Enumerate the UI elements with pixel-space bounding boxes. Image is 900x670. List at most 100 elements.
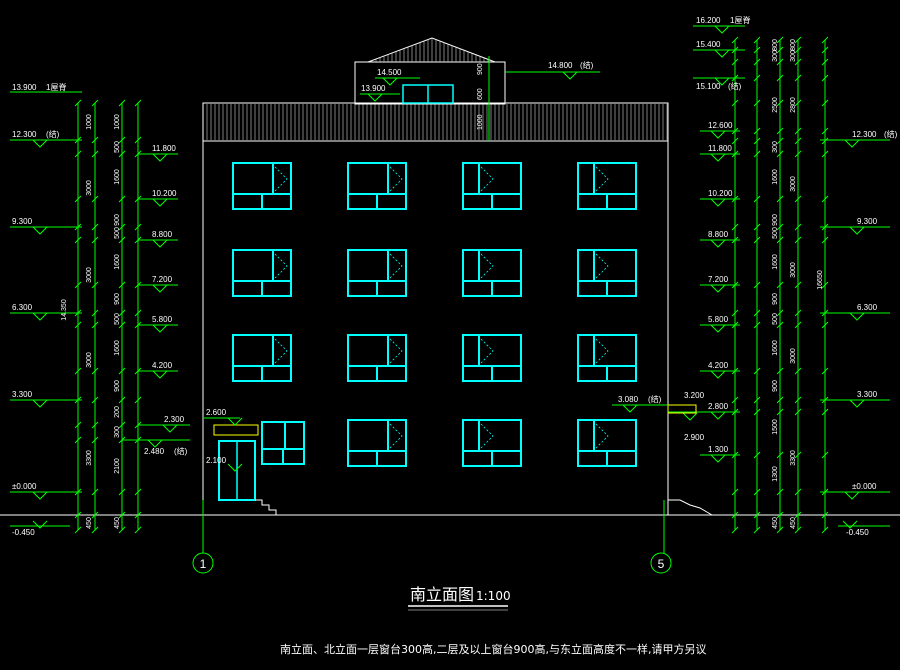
window-grid	[232, 162, 637, 467]
dimension-value: 1000	[114, 114, 121, 130]
right-inner-1300: 1.300	[708, 445, 729, 454]
dimension-value: 2500	[772, 97, 779, 113]
window	[347, 249, 407, 297]
dimension-value: 3000	[790, 348, 797, 364]
window	[347, 334, 407, 382]
left-inner-2300: 2.300	[164, 415, 185, 424]
window	[347, 419, 407, 467]
left-inner-4200: 4.200	[152, 361, 173, 370]
drawing-title: 南立面图	[410, 585, 474, 604]
right-elev-3300: 3.300	[857, 390, 878, 399]
window	[462, 162, 522, 210]
dimension-value: 2800	[790, 97, 797, 113]
dimension-value: 450	[790, 517, 797, 529]
left-inner-5800: 5.800	[152, 315, 173, 324]
right-inner-8800: 8.800	[708, 230, 729, 239]
canopy-lower-label: 2.900	[684, 433, 705, 442]
right-top-15100: 15.100	[696, 82, 721, 91]
dimension-value: 300	[772, 141, 779, 153]
left-elev-13900-tag: 1屋脊	[46, 82, 66, 92]
left-inner-markers	[122, 153, 190, 441]
dimension-value: 1600	[114, 169, 121, 185]
window	[232, 162, 292, 210]
right-elev-neg: -0.450	[846, 528, 869, 537]
right-top-16200: 16.200	[696, 16, 721, 25]
canopy-right-label: 3.200	[684, 391, 705, 400]
window	[577, 162, 637, 210]
dimension-value: 1600	[114, 340, 121, 356]
roof-top-tag: (结)	[580, 60, 594, 70]
left-inner-7200: 7.200	[152, 275, 173, 284]
svg-text:1: 1	[200, 557, 207, 571]
right-elev-6300: 6.300	[857, 303, 878, 312]
dimension-value: 3000	[790, 262, 797, 278]
dimension-value: 3300	[86, 450, 93, 466]
left-dimension-text: 1000300030003000330045014.35010005001600…	[61, 114, 121, 529]
dimension-value: 1600	[772, 169, 779, 185]
right-inner-2800: 2.800	[708, 402, 729, 411]
window	[462, 419, 522, 467]
window	[577, 419, 637, 467]
right-inner-7200: 7.200	[708, 275, 729, 284]
dimension-value: 3000	[86, 267, 93, 283]
door-bottom-label: 2.100	[206, 456, 227, 465]
right-top-15400: 15.400	[696, 40, 721, 49]
dimension-value: 450	[114, 517, 121, 529]
axis-bubble-1: 1	[192, 552, 214, 574]
dimension-value: 300	[772, 50, 779, 62]
dimension-value: 450	[772, 517, 779, 529]
dimension-value: 900	[114, 214, 121, 226]
right-dimension-text: 8003002500300160090050016009005001600900…	[772, 39, 824, 529]
dimension-value: 1600	[772, 340, 779, 356]
left-elev-12300-tag: (结)	[46, 129, 60, 139]
left-inner-11800: 11.800	[152, 144, 176, 153]
dimension-value: 800	[772, 39, 779, 51]
left-elev-13900: 13.900	[12, 83, 37, 92]
left-inner-2480: 2.480	[144, 447, 165, 456]
dimension-value: 1600	[114, 254, 121, 270]
left-elev-12300: 12.300	[12, 130, 37, 139]
dimension-value: 500	[114, 141, 121, 153]
dimension-value: 900	[114, 293, 121, 305]
dimension-value: 500	[772, 227, 779, 239]
right-elev-0: ±0.000	[852, 482, 877, 491]
dimension-value: 3000	[86, 180, 93, 196]
roof-box-window	[402, 84, 454, 104]
canopy-left-label: 3.080	[618, 395, 639, 404]
dimension-value: 300	[790, 50, 797, 62]
right-elev-9300: 9.300	[857, 217, 878, 226]
dimension-value: 500	[772, 313, 779, 325]
right-inner-5800: 5.800	[708, 315, 729, 324]
dimension-value: 16650	[817, 270, 824, 290]
roof-top-label: 14.800	[548, 61, 573, 70]
left-inner-10200: 10.200	[152, 189, 177, 198]
right-steps	[668, 499, 713, 516]
dimension-value: 500	[114, 313, 121, 325]
canopy-left-tag: (结)	[648, 394, 662, 404]
dimension-value: 1500	[772, 419, 779, 435]
drawing-scale: 1:100	[476, 589, 511, 603]
left-inner-8800: 8.800	[152, 230, 173, 239]
small-window	[261, 421, 305, 465]
right-inner-12600: 12.600	[708, 121, 733, 130]
roof-dim-600: 600	[477, 88, 484, 100]
right-inner-4200: 4.200	[708, 361, 729, 370]
right-canopy	[667, 404, 697, 414]
dimension-value: 1600	[772, 254, 779, 270]
roof-low-label: 13.900	[361, 84, 386, 93]
dimension-value: 900	[772, 214, 779, 226]
left-elev-6300: 6.300	[12, 303, 33, 312]
window	[577, 249, 637, 297]
door-top-label: 2.600	[206, 408, 227, 417]
left-level-markers	[10, 91, 82, 527]
dimension-value: 3000	[86, 352, 93, 368]
dimension-value: 450	[86, 517, 93, 529]
window	[232, 334, 292, 382]
dimension-value: 900	[772, 380, 779, 392]
dimension-value: 500	[114, 227, 121, 239]
roof-dim-900: 900	[477, 63, 484, 75]
right-top-16200-tag: 1屋脊	[730, 15, 750, 25]
axis-bubble-5: 5	[650, 552, 672, 574]
roof-dim-1000: 1000	[477, 114, 484, 130]
